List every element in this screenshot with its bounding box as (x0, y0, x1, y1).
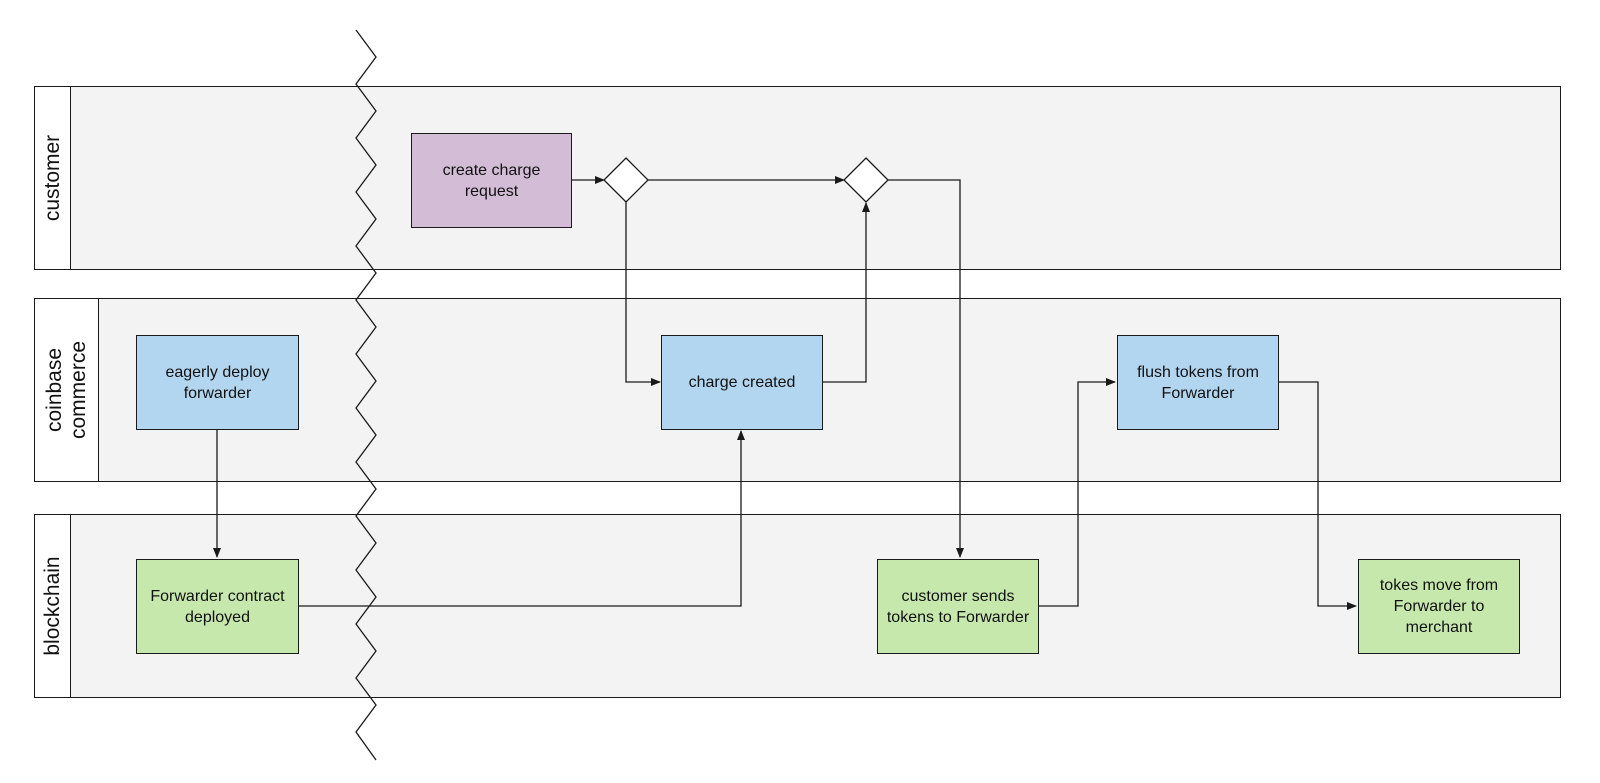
lane-header-coinbase-commerce: coinbase commerce (35, 299, 99, 481)
edge-deployed-to-charge-created (298, 430, 745, 607)
node-flush-tokens-from-forwarder: flush tokens from Forwarder (1117, 335, 1279, 430)
node-forwarder-contract-deployed: Forwarder contract deployed (136, 559, 299, 654)
node-charge-created: charge created (661, 335, 823, 430)
edge-charge-created-to-gateway2 (823, 202, 870, 383)
lane-customer: customer (34, 86, 1561, 270)
edge-gateway2-to-customer-sends (888, 179, 964, 558)
lane-header-customer: customer (35, 87, 71, 269)
gateway-diamond-1 (603, 157, 649, 203)
edge-customer-sends-to-flush (1039, 378, 1116, 607)
zigzag-break-line (355, 29, 377, 761)
node-create-charge-request: create charge request (411, 133, 572, 228)
edge-flush-to-tokens-move (1279, 381, 1357, 610)
gateway-diamond-2 (843, 157, 889, 203)
node-tokens-move-to-merchant: tokes move from Forwarder to merchant (1358, 559, 1520, 654)
node-eagerly-deploy-forwarder: eagerly deploy forwarder (136, 335, 299, 430)
lane-header-blockchain: blockchain (35, 515, 71, 697)
node-customer-sends-tokens: customer sends tokens to Forwarder (877, 559, 1039, 654)
edge-gateway1-to-charge-created (625, 202, 661, 386)
